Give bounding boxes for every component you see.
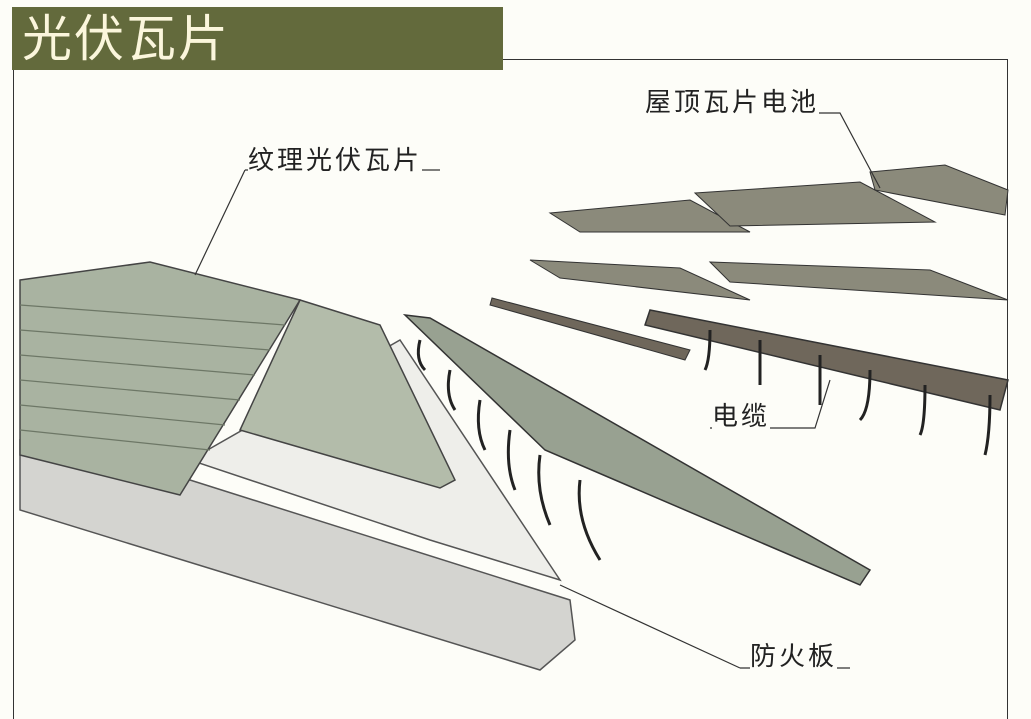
diagram-frame (13, 59, 1008, 719)
roof-tile-cell-5 (869, 164, 1009, 216)
roof-tile-cell-4 (693, 181, 937, 227)
textured-pv-tile-strip (238, 299, 456, 489)
label-cable: 电缆 (712, 396, 771, 433)
tile-lines (19, 304, 286, 451)
roof-tile-cell-2 (708, 261, 1009, 301)
roof-tile-cell-1 (529, 259, 751, 301)
photovoltaic-tile-illustration (19, 112, 1009, 671)
page-title: 光伏瓦片 (22, 10, 230, 68)
right-cables (703, 329, 992, 456)
middle-cables (416, 339, 602, 561)
cable-rail (644, 309, 1009, 411)
title-bar: 光伏瓦片 (12, 7, 503, 70)
label-textured-pv-tile: 纹理光伏瓦片 (248, 140, 423, 177)
label-roof-tile-cell: 屋顶瓦片电池 (645, 82, 820, 119)
roof-tile-cell-3 (548, 199, 751, 233)
middle-pv-panel (402, 313, 872, 586)
label-fireproof-board: 防火板 (750, 636, 838, 673)
rail-left (489, 297, 691, 361)
